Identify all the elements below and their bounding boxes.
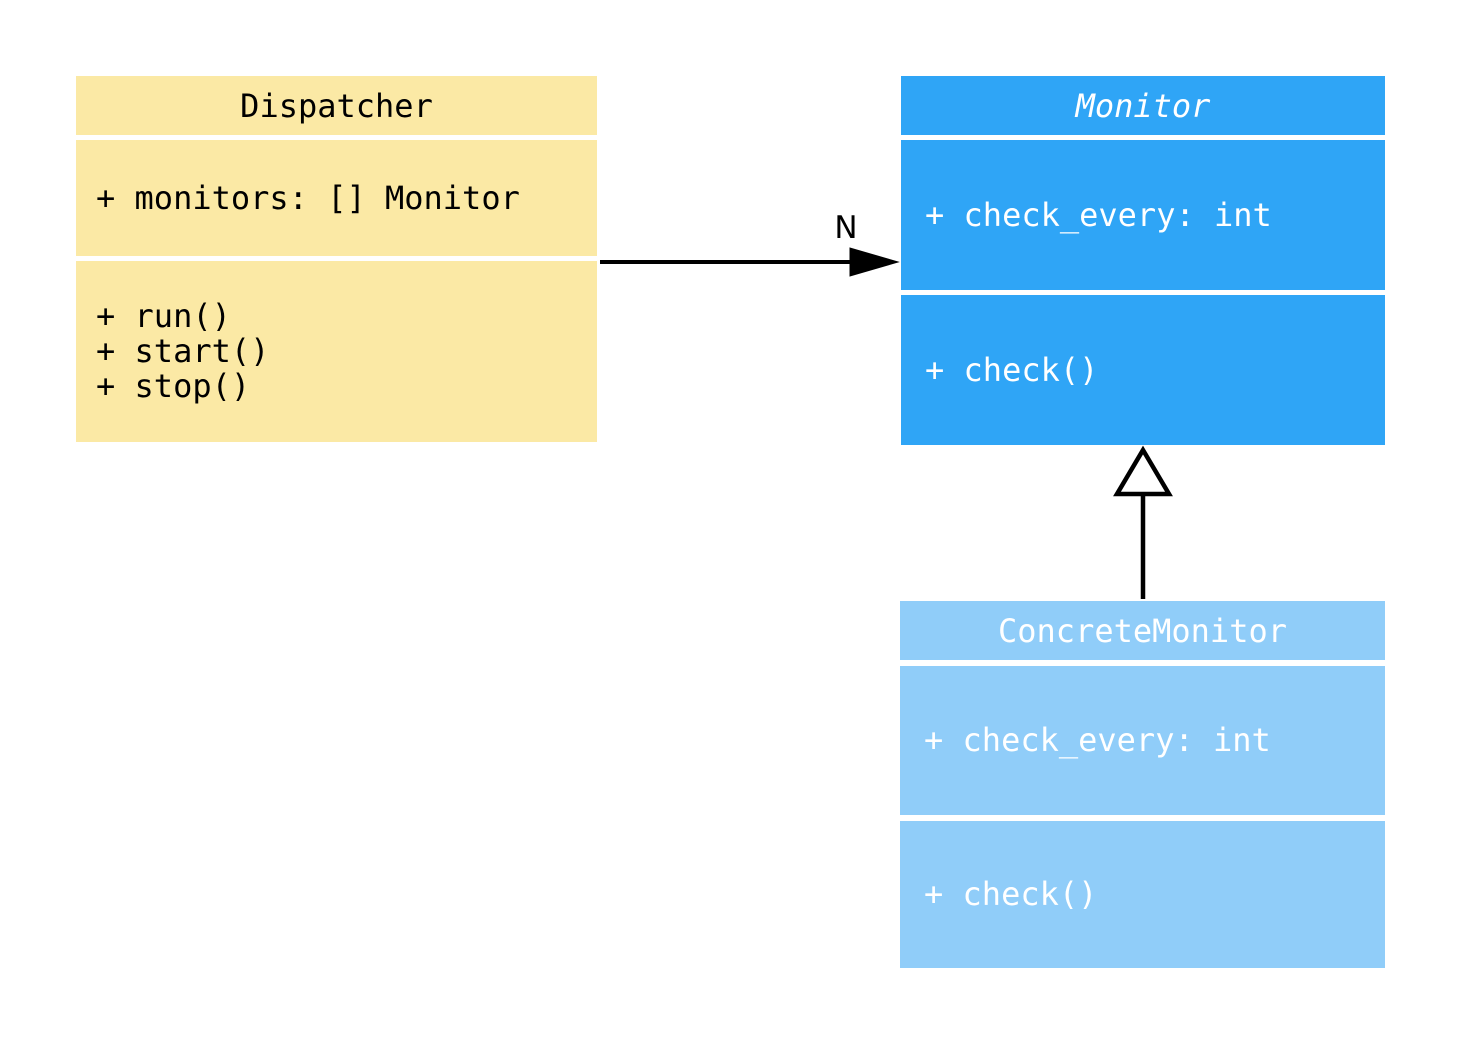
class-dispatcher-title: Dispatcher	[76, 76, 597, 135]
class-monitor-methods: + check()	[901, 295, 1385, 445]
attribute-line: + monitors: [] Monitor	[96, 178, 520, 217]
method-line: + start()	[96, 332, 270, 370]
class-monitor-title: Monitor	[901, 76, 1385, 135]
generalization-arrow	[1113, 445, 1173, 599]
attribute-line: + check_every: int	[924, 721, 1271, 759]
method-line: + check()	[925, 350, 1099, 389]
association-multiplicity-label: N	[834, 210, 858, 246]
class-concrete-monitor-methods: + check()	[900, 821, 1385, 968]
method-line: + run()	[96, 297, 231, 335]
class-concrete-monitor-attributes: + check_every: int	[900, 666, 1385, 815]
class-monitor: Monitor + check_every: int + check()	[901, 76, 1385, 445]
method-line: + stop()	[96, 367, 251, 405]
association-arrow	[600, 247, 900, 277]
class-concrete-monitor: ConcreteMonitor + check_every: int + che…	[900, 601, 1385, 968]
class-monitor-attributes: + check_every: int	[901, 140, 1385, 290]
class-concrete-monitor-title: ConcreteMonitor	[900, 601, 1385, 660]
class-dispatcher: Dispatcher + monitors: [] Monitor + run(…	[76, 76, 597, 442]
method-line: + check()	[924, 875, 1098, 913]
attribute-line: + check_every: int	[925, 195, 1272, 234]
class-dispatcher-attributes: + monitors: [] Monitor	[76, 140, 597, 256]
class-dispatcher-methods: + run() + start() + stop()	[76, 261, 597, 442]
